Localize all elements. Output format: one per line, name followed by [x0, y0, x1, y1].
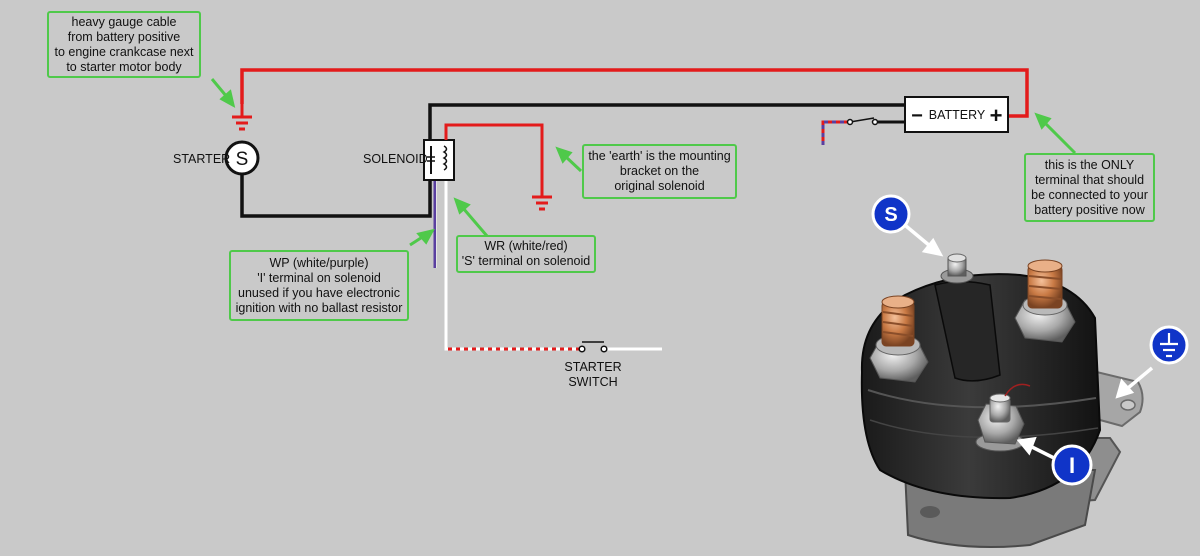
ground-icon: [1160, 333, 1178, 358]
solenoid-photo: [860, 253, 1144, 548]
starter-symbol: S: [236, 149, 249, 170]
ignition-wire: [821, 120, 847, 145]
wr-wire: [444, 181, 579, 351]
i-terminal: [975, 393, 1025, 452]
s-terminal-badge: S: [871, 194, 911, 234]
starter-switch-icon: [578, 341, 608, 353]
starter-switch-label-line2: SWITCH: [568, 375, 617, 389]
earth-ground-icon: [532, 195, 552, 211]
solenoid-symbol: [423, 139, 455, 181]
starter-switch-label-line1: STARTER: [564, 360, 621, 374]
note-heavy-cable: heavy gauge cable from battery positive …: [47, 11, 201, 78]
ground-terminal-badge: [1149, 325, 1189, 365]
note-wp-wire: WP (white/purple) 'I' terminal on soleno…: [229, 250, 409, 321]
i-terminal-badge: I: [1051, 444, 1093, 486]
battery-minus: −: [911, 105, 923, 127]
s-badge-text: S: [884, 204, 897, 226]
left-terminal: [869, 295, 929, 383]
black-starter-wire: [240, 174, 432, 218]
battery-label: BATTERY: [929, 108, 986, 122]
black-battery-wire: [428, 103, 905, 140]
ignition-switch-icon: [846, 117, 879, 126]
callout-arrows: [210, 78, 1077, 247]
note-only-terminal: this is the ONLY terminal that should be…: [1024, 153, 1155, 222]
battery: − BATTERY +: [904, 96, 1009, 133]
red-heavy-cable: [240, 68, 1029, 118]
photo-arrows: [904, 224, 1154, 460]
note-earth: the 'earth' is the mounting bracket on t…: [582, 144, 737, 199]
right-terminal: [1014, 259, 1076, 343]
crankcase-ground-icon: [232, 104, 252, 131]
battery-plus: +: [990, 103, 1003, 128]
earth-wire: [444, 123, 544, 196]
note-wr-wire: WR (white/red) 'S' terminal on solenoid: [456, 235, 596, 273]
starter-motor: S: [224, 140, 260, 176]
solenoid-label: SOLENOID: [363, 152, 428, 166]
i-badge-text: I: [1069, 453, 1075, 478]
s-terminal: [940, 253, 974, 284]
starter-label: STARTER: [173, 152, 230, 166]
ignition-wire-stripe: [821, 120, 847, 145]
